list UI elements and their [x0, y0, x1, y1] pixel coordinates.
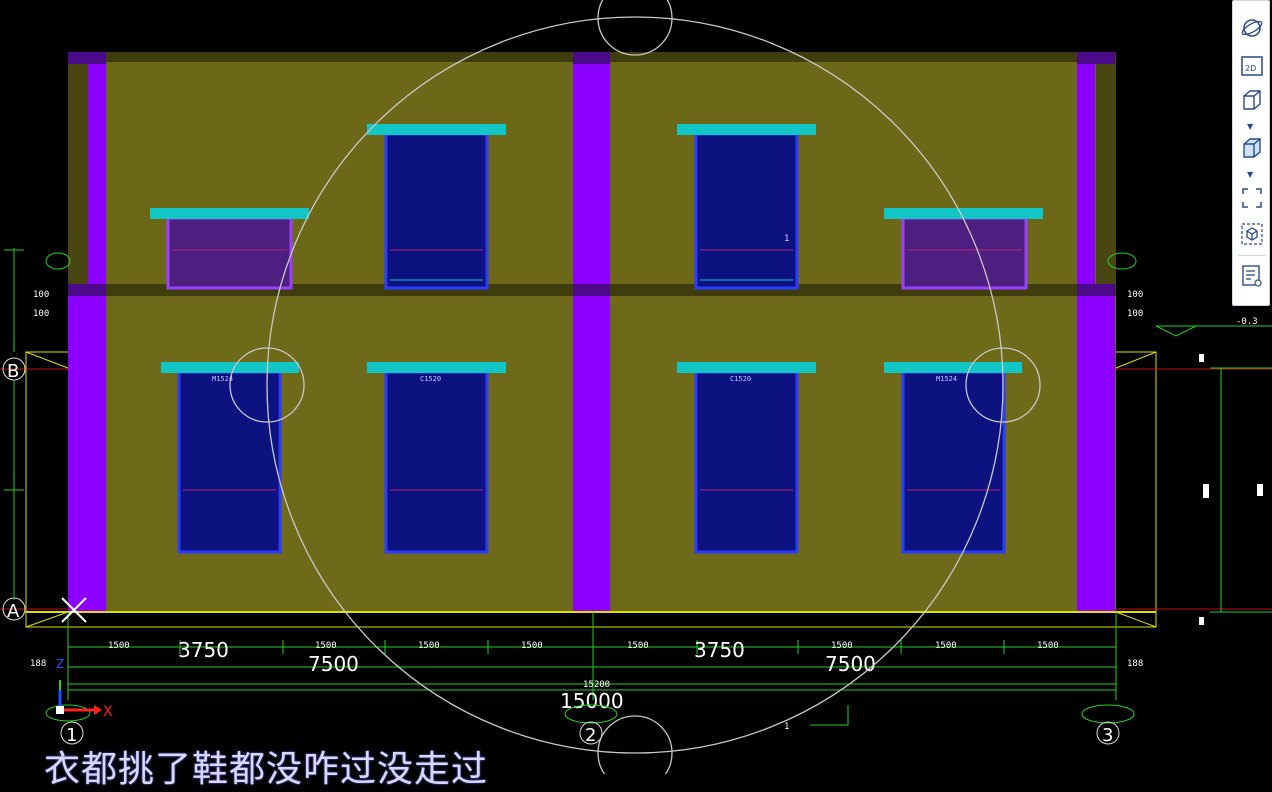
column-upper-mid — [573, 52, 610, 288]
svg-text:1500: 1500 — [521, 641, 543, 651]
svg-text:1: 1 — [784, 722, 789, 732]
svg-text:2: 2 — [585, 725, 596, 746]
column-lower-mid — [573, 284, 610, 612]
window-label: C1520 — [730, 375, 751, 383]
svg-text:1500: 1500 — [1037, 641, 1059, 651]
coordinate-axes: X Z — [56, 657, 113, 720]
grid-lines — [0, 368, 1272, 610]
window-label: C1520 — [420, 375, 441, 383]
column-lower-right — [1077, 284, 1115, 612]
chevron-down-icon[interactable]: ▼ — [1247, 170, 1254, 179]
2d-icon: 2D — [1241, 56, 1263, 76]
upper-wall-right-shade — [1096, 52, 1116, 288]
shaded-cube-icon — [1243, 138, 1261, 158]
column-lower-left — [68, 284, 106, 612]
origin-marker — [61, 597, 87, 623]
wireframe-cube-icon — [1243, 90, 1261, 110]
orbit-gizmo[interactable] — [229, 0, 1041, 774]
left-dim-lines — [4, 248, 24, 600]
small-dimension-labels: 1500 1500 1500 1500 1500 1500 1500 1500 … — [30, 641, 1143, 732]
upper-window-mid-left[interactable] — [367, 124, 506, 290]
svg-text:188: 188 — [30, 659, 46, 669]
properties-button[interactable] — [1238, 263, 1266, 289]
axis-bubble-3: 3 — [1081, 704, 1135, 746]
level-label: 100 — [33, 309, 49, 319]
lower-door-right[interactable]: M1524 — [884, 362, 1022, 554]
columns — [68, 52, 1115, 612]
axis-bubble-2: 2 — [564, 704, 618, 746]
upper-window-left[interactable] — [150, 208, 309, 290]
level-label: 100 — [33, 290, 49, 300]
svg-text:X: X — [103, 704, 113, 720]
svg-text:1500: 1500 — [935, 641, 957, 651]
view-toolbar: 2D ▼ ▼ — [1232, 0, 1270, 306]
svg-text:1500: 1500 — [831, 641, 853, 651]
lower-window-mid-right[interactable]: C1520 — [677, 362, 816, 554]
svg-text:B: B — [7, 361, 19, 382]
door-label: M1524 — [212, 375, 233, 383]
column-upper-right — [1077, 52, 1095, 288]
axis-bubble-1: 1 — [45, 704, 91, 746]
svg-text:3750: 3750 — [694, 638, 745, 662]
orbit-view-button[interactable] — [1238, 15, 1266, 41]
fit-view-button[interactable] — [1238, 185, 1266, 211]
dimension-labels: 3750 3750 7500 7500 15000 — [178, 638, 876, 713]
svg-text:1500: 1500 — [315, 641, 337, 651]
svg-text:188: 188 — [1127, 659, 1143, 669]
column-upper-left — [88, 52, 106, 288]
svg-text:15200: 15200 — [583, 680, 610, 690]
svg-text:7500: 7500 — [825, 652, 876, 676]
upper-window-right[interactable] — [884, 208, 1043, 290]
marker-label: 1 — [784, 234, 789, 244]
svg-text:Z: Z — [56, 657, 64, 671]
dimension-chains — [67, 612, 1117, 726]
fit-screen-icon — [1242, 188, 1262, 208]
axis-bubble-B: B — [2, 357, 26, 382]
toolbar-separator — [1238, 255, 1266, 256]
section-box-button[interactable] — [1238, 221, 1266, 247]
section-box-icon — [1241, 223, 1263, 245]
shaded-view-button[interactable] — [1238, 135, 1266, 161]
3d-view-button[interactable] — [1238, 87, 1266, 113]
svg-text:1: 1 — [66, 725, 77, 746]
2d-view-button[interactable]: 2D — [1238, 53, 1266, 79]
chevron-down-icon[interactable]: ▼ — [1247, 122, 1254, 131]
properties-list-icon — [1242, 265, 1262, 287]
level-label: 100 — [1127, 309, 1143, 319]
column-caps — [68, 52, 1115, 296]
svg-text:1500: 1500 — [418, 641, 440, 651]
elevation-marker: -0.3 — [1155, 317, 1272, 337]
lower-window-mid-left[interactable]: C1520 — [367, 362, 506, 554]
svg-text:7500: 7500 — [308, 652, 359, 676]
svg-text:1500: 1500 — [108, 641, 130, 651]
svg-text:-0.3: -0.3 — [1236, 317, 1258, 327]
orbit-icon — [1241, 19, 1263, 37]
level-label: 100 — [1127, 290, 1143, 300]
svg-text:3: 3 — [1102, 725, 1113, 746]
door-label: M1524 — [936, 375, 957, 383]
upper-wall-left-shade — [68, 52, 88, 288]
svg-text:A: A — [7, 601, 20, 622]
cad-viewport[interactable]: 1 M1524 C1520 C1520 M1524 B — [0, 0, 1272, 774]
svg-text:3750: 3750 — [178, 638, 229, 662]
upper-window-mid-right[interactable]: 1 — [677, 124, 816, 290]
svg-text:2D: 2D — [1245, 64, 1256, 73]
lower-door-left[interactable]: M1524 — [161, 362, 299, 554]
axis-bubble-A: A — [2, 597, 26, 622]
right-dim-lines — [1199, 354, 1272, 625]
svg-text:1500: 1500 — [627, 641, 649, 651]
video-subtitle: 衣都挑了鞋都没咋过没走过 — [44, 749, 489, 790]
